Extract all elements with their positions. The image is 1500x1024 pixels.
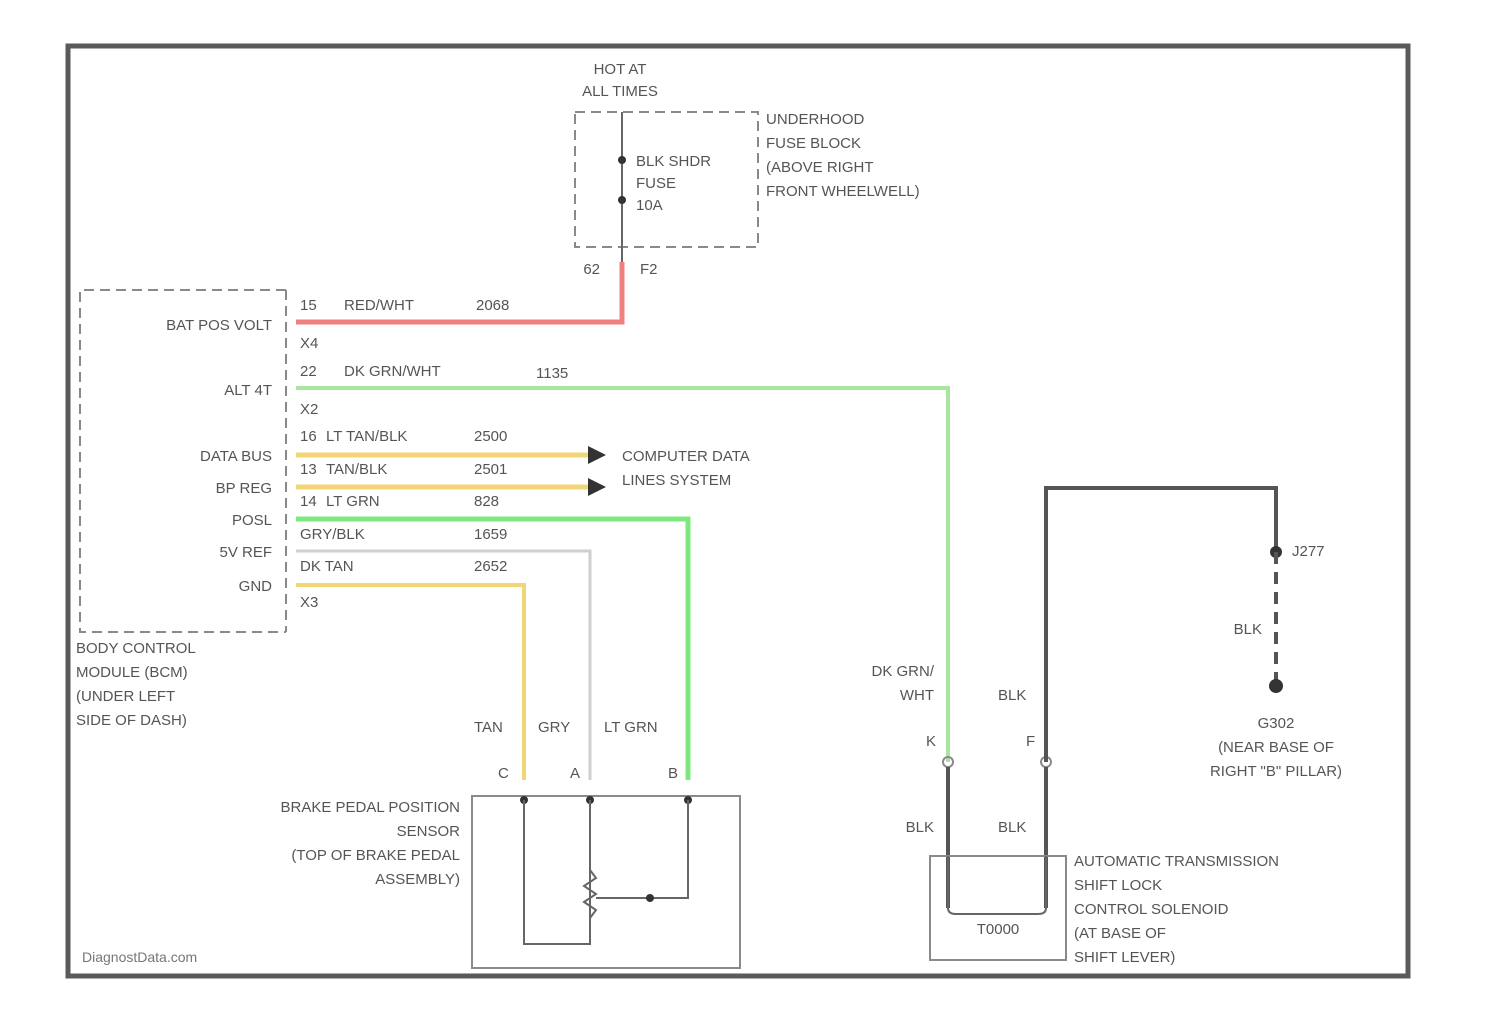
bcm-location-line-2: MODULE (BCM) <box>76 664 188 681</box>
watermark: DiagnostData.com <box>82 949 197 965</box>
solenoid-wire-top-left-1: DK GRN/ <box>871 663 934 680</box>
sensor-wire-label-ltgrn: LT GRN <box>604 719 658 736</box>
bcm-wires: RED/WHT 2068 DK GRN/WHT 1135 LT TAN/BLK … <box>296 262 948 780</box>
wire-label-red-wht: RED/WHT <box>344 297 414 314</box>
solenoid-name-line-4: (AT BASE OF <box>1074 925 1166 942</box>
bcm-pin-label-bpreg: BP REG <box>216 480 272 497</box>
bcm-pin-num-bpreg: 13 <box>300 461 317 478</box>
bcm-location-line-4: SIDE OF DASH) <box>76 712 187 729</box>
solenoid-name-line-1: AUTOMATIC TRANSMISSION <box>1074 853 1279 870</box>
bcm-location-line-1: BODY CONTROL <box>76 640 196 657</box>
fuse-name-line-2: FUSE <box>636 175 676 192</box>
ground-name-line-1: G302 <box>1258 715 1295 732</box>
solenoid-wire-top-right: BLK <box>998 687 1026 704</box>
fuse-terminal-bottom <box>618 196 626 204</box>
fuse-location-line-3: (ABOVE RIGHT <box>766 159 874 176</box>
wire-circuit-gry: 1659 <box>474 526 507 543</box>
fuse-location-line-4: FRONT WHEELWELL) <box>766 183 920 200</box>
sensor-name-line-1: BRAKE PEDAL POSITION <box>281 799 461 816</box>
fuse-pin-right: F2 <box>640 261 658 278</box>
bcm-pin-label-gnd: GND <box>239 578 273 595</box>
wire-label-data-bus: LT TAN/BLK <box>326 428 407 445</box>
sensor-internal-circuit <box>524 800 688 944</box>
data-lines-label-1: COMPUTER DATA <box>622 448 750 465</box>
sensor-body <box>472 796 740 968</box>
arrow-bp-reg <box>588 478 606 496</box>
bcm-pin-label-bat: BAT POS VOLT <box>166 317 272 334</box>
fuse-location-line-2: FUSE BLOCK <box>766 135 861 152</box>
solenoid-inner-label: T0000 <box>977 921 1020 938</box>
brake-sensor: TAN GRY LT GRN C A B BRAKE PEDAL POSITIO… <box>281 719 741 968</box>
bcm-pin-num-data: 16 <box>300 428 317 445</box>
wire-label-lt-grn: LT GRN <box>326 493 380 510</box>
bcm-pin-label-data: DATA BUS <box>200 448 272 465</box>
ground-wire-label: BLK <box>1234 621 1262 638</box>
bcm-pin-label-posl: POSL <box>232 512 272 529</box>
splice-label: J277 <box>1292 543 1325 560</box>
ground-name-line-3: RIGHT "B" PILLAR) <box>1210 763 1342 780</box>
sensor-wire-label-gry: GRY <box>538 719 570 736</box>
wire-label-bp-reg: TAN/BLK <box>326 461 387 478</box>
solenoid-wire-bottom-left: BLK <box>906 819 934 836</box>
wire-label-dk-grn-wht: DK GRN/WHT <box>344 363 441 380</box>
solenoid-name-line-3: CONTROL SOLENOID <box>1074 901 1229 918</box>
shift-lock-solenoid: DK GRN/ WHT BLK K F BLK BLK T0000 AUTOMA… <box>871 663 1279 966</box>
sensor-pin-c: C <box>498 765 509 782</box>
wire-label-gry: GRY/BLK <box>300 526 365 543</box>
arrow-data-bus <box>588 446 606 464</box>
fuse-block: HOT AT ALL TIMES BLK SHDR FUSE 10A UNDER… <box>575 61 920 278</box>
sensor-wire-label-tan: TAN <box>474 719 503 736</box>
bcm-location-line-3: (UNDER LEFT <box>76 688 175 705</box>
wire-circuit-bp-reg: 2501 <box>474 461 507 478</box>
bcm-pin-num-bat: 15 <box>300 297 317 314</box>
sensor-pin-b: B <box>668 765 678 782</box>
solenoid-name-line-2: SHIFT LOCK <box>1074 877 1162 894</box>
solenoid-wire-bottom-right: BLK <box>998 819 1026 836</box>
solenoid-coil-loop <box>948 856 1046 914</box>
fuse-pin-left: 62 <box>583 261 600 278</box>
bcm-pin-num-alt: 22 <box>300 363 317 380</box>
bcm-pin-sub-alt: X2 <box>300 401 318 418</box>
ground-name-line-2: (NEAR BASE OF <box>1218 739 1334 756</box>
fuse-power-line-1: HOT AT <box>594 61 647 78</box>
bcm-block: BODY CONTROL MODULE (BCM) (UNDER LEFT SI… <box>76 290 318 729</box>
solenoid-name-line-5: SHIFT LEVER) <box>1074 949 1175 966</box>
fuse-power-line-2: ALL TIMES <box>582 83 658 100</box>
sensor-name-line-3: (TOP OF BRAKE PEDAL <box>291 847 460 864</box>
wire-label-tan: DK TAN <box>300 558 354 575</box>
sensor-pin-a: A <box>570 765 580 782</box>
sensor-name-line-4: ASSEMBLY) <box>375 871 460 888</box>
sensor-name-line-2: SENSOR <box>397 823 461 840</box>
fuse-name-line-1: BLK SHDR <box>636 153 711 170</box>
solenoid-wire-top-left-2: WHT <box>900 687 934 704</box>
bcm-pin-label-alt: ALT 4T <box>224 382 272 399</box>
wire-circuit-data-bus: 2500 <box>474 428 507 445</box>
fuse-terminal-top <box>618 156 626 164</box>
diagram-frame <box>68 46 1408 976</box>
bcm-pin-num-posl: 14 <box>300 493 317 510</box>
solenoid-pin-f: F <box>1026 733 1035 750</box>
wire-tan <box>296 585 524 780</box>
fuse-name-line-3: 10A <box>636 197 663 214</box>
bcm-pin-sub-bat: X4 <box>300 335 318 352</box>
fuse-location-line-1: UNDERHOOD <box>766 111 865 128</box>
wire-circuit-tan: 2652 <box>474 558 507 575</box>
data-lines-label-2: LINES SYSTEM <box>622 472 731 489</box>
bcm-pin-label-5vref: 5V REF <box>219 544 272 561</box>
wire-circuit-dk-grn-wht: 1135 <box>536 365 568 382</box>
ground-path: J277 BLK G302 (NEAR BASE OF RIGHT "B" PI… <box>1046 488 1342 780</box>
sensor-wiper-dot <box>646 894 654 902</box>
solenoid-pin-k: K <box>926 733 936 750</box>
wire-circuit-red-wht: 2068 <box>476 297 509 314</box>
wire-circuit-lt-grn: 828 <box>474 493 499 510</box>
ground-g302-dot <box>1269 679 1283 693</box>
bcm-pin-sub-gnd: X3 <box>300 594 318 611</box>
